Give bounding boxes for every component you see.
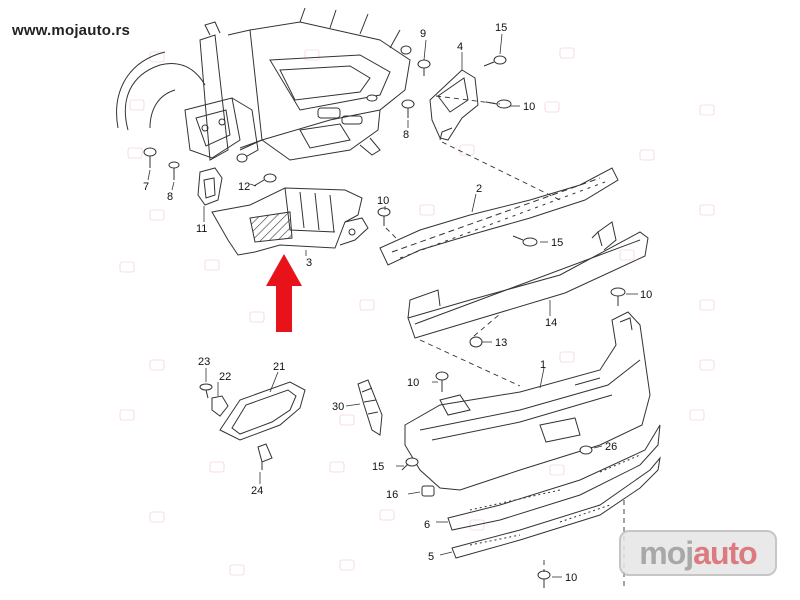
label-24: 24: [251, 485, 263, 497]
label-23: 23: [198, 356, 210, 368]
site-url: www.mojauto.rs: [12, 22, 131, 39]
label-10e: 10: [565, 572, 577, 584]
part-2-absorber: [379, 167, 619, 266]
part-6-diffuser: [447, 424, 661, 531]
label-12: 12: [238, 181, 250, 193]
part-22-clip: [211, 395, 229, 417]
label-6: 6: [424, 519, 430, 531]
part-11-bracket: [197, 167, 223, 206]
label-2: 2: [476, 183, 482, 195]
label-10c: 10: [640, 289, 652, 301]
label-3: 3: [306, 257, 312, 269]
part-5-trim: [451, 456, 661, 559]
direction-arrow-icon: [266, 254, 302, 332]
label-9: 9: [420, 28, 426, 40]
label-21: 21: [273, 361, 285, 373]
part-16-nut: [421, 485, 435, 497]
leader-lines: [147, 33, 638, 578]
label-8b: 8: [403, 129, 409, 141]
part-3-bracket: [211, 187, 369, 256]
part-4-bracket: [429, 69, 479, 141]
label-11: 11: [196, 223, 207, 235]
fasteners: [143, 45, 626, 588]
logo-text-moj: moj: [639, 534, 694, 571]
label-30: 30: [332, 401, 344, 413]
part-23-screw: [199, 383, 213, 399]
label-10b: 10: [377, 195, 389, 207]
label-1: 1: [540, 359, 546, 371]
watermark-stamps: [119, 47, 715, 576]
label-15a: 15: [495, 22, 507, 34]
logo-text-auto: auto: [693, 534, 758, 571]
label-8a: 8: [167, 191, 173, 203]
label-10a: 10: [523, 101, 535, 113]
label-15b: 15: [551, 237, 563, 249]
label-7: 7: [143, 181, 149, 193]
label-13: 13: [495, 337, 507, 349]
part-1-bumper-cover: [404, 311, 651, 491]
part-30-reflector: [357, 379, 383, 436]
label-22: 22: [219, 371, 231, 383]
part-labels: 1 2 3 4 5 6 7 8 8 9 10 10 10 10 10 11 12…: [143, 22, 652, 584]
label-10d: 10: [407, 377, 419, 389]
part-14-reinforcement: [407, 221, 649, 339]
label-14: 14: [545, 317, 557, 329]
part-21-cover: [219, 381, 306, 441]
part-24-bulb: [257, 443, 273, 470]
label-15c: 15: [372, 461, 384, 473]
label-26: 26: [605, 441, 617, 453]
label-16: 16: [386, 489, 398, 501]
body-shell: [116, 7, 411, 161]
label-5: 5: [428, 551, 434, 563]
label-4: 4: [457, 41, 463, 53]
